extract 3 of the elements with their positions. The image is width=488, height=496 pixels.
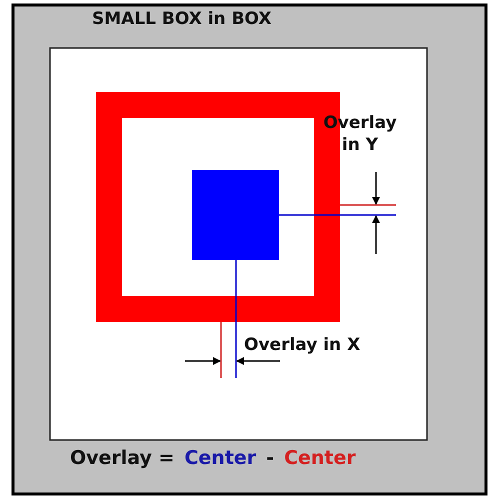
dimension-label: Overlay in X	[244, 334, 360, 356]
formula-text: Overlay = Center - Center	[70, 446, 357, 471]
diagram-title: SMALL BOX in BOX	[92, 8, 272, 30]
